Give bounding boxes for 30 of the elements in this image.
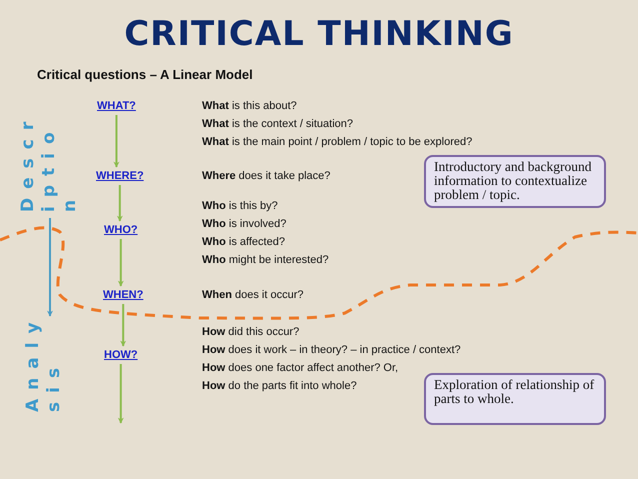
question-text: Who is affected?	[202, 236, 285, 248]
note-box: Introductory and background information to contextualize problem / topic.	[424, 155, 606, 208]
question-word: WHO?	[104, 224, 138, 236]
rotated-text: Description	[18, 112, 82, 212]
arrow	[118, 239, 124, 287]
arrow	[118, 364, 124, 424]
question-word: HOW?	[104, 349, 138, 361]
question-word: WHEN?	[103, 289, 144, 301]
arrow	[47, 218, 53, 317]
question-text: Who might be interested?	[202, 254, 329, 266]
arrow	[113, 115, 120, 168]
question-text: How does one factor affect another? Or,	[202, 362, 398, 374]
question-text: How did this occur?	[202, 326, 300, 338]
subtitle: Critical questions – A Linear Model	[37, 67, 253, 82]
title: CRITICAL THINKING	[123, 14, 515, 54]
question-text: How do the parts fit into whole?	[202, 380, 357, 392]
question-text: Who is this by?	[202, 200, 278, 212]
question-word: WHERE?	[96, 170, 144, 182]
arrow	[116, 185, 123, 222]
arrow	[120, 304, 126, 347]
question-text: How does it work – in theory? – in practice / context?	[202, 344, 461, 356]
question-text: Who is involved?	[202, 218, 286, 230]
question-word: WHAT?	[97, 100, 136, 112]
question-text: Where does it take place?	[202, 170, 330, 182]
question-text: What is this about?	[202, 100, 297, 112]
note-box: Exploration of relationship of parts to whole.	[424, 373, 606, 425]
question-text: What is the context / situation?	[202, 118, 354, 130]
question-text: What is the main point / problem / topic to be explored?	[202, 136, 472, 148]
rotated-text: Analysis	[23, 312, 67, 412]
question-text: When does it occur?	[202, 289, 304, 301]
